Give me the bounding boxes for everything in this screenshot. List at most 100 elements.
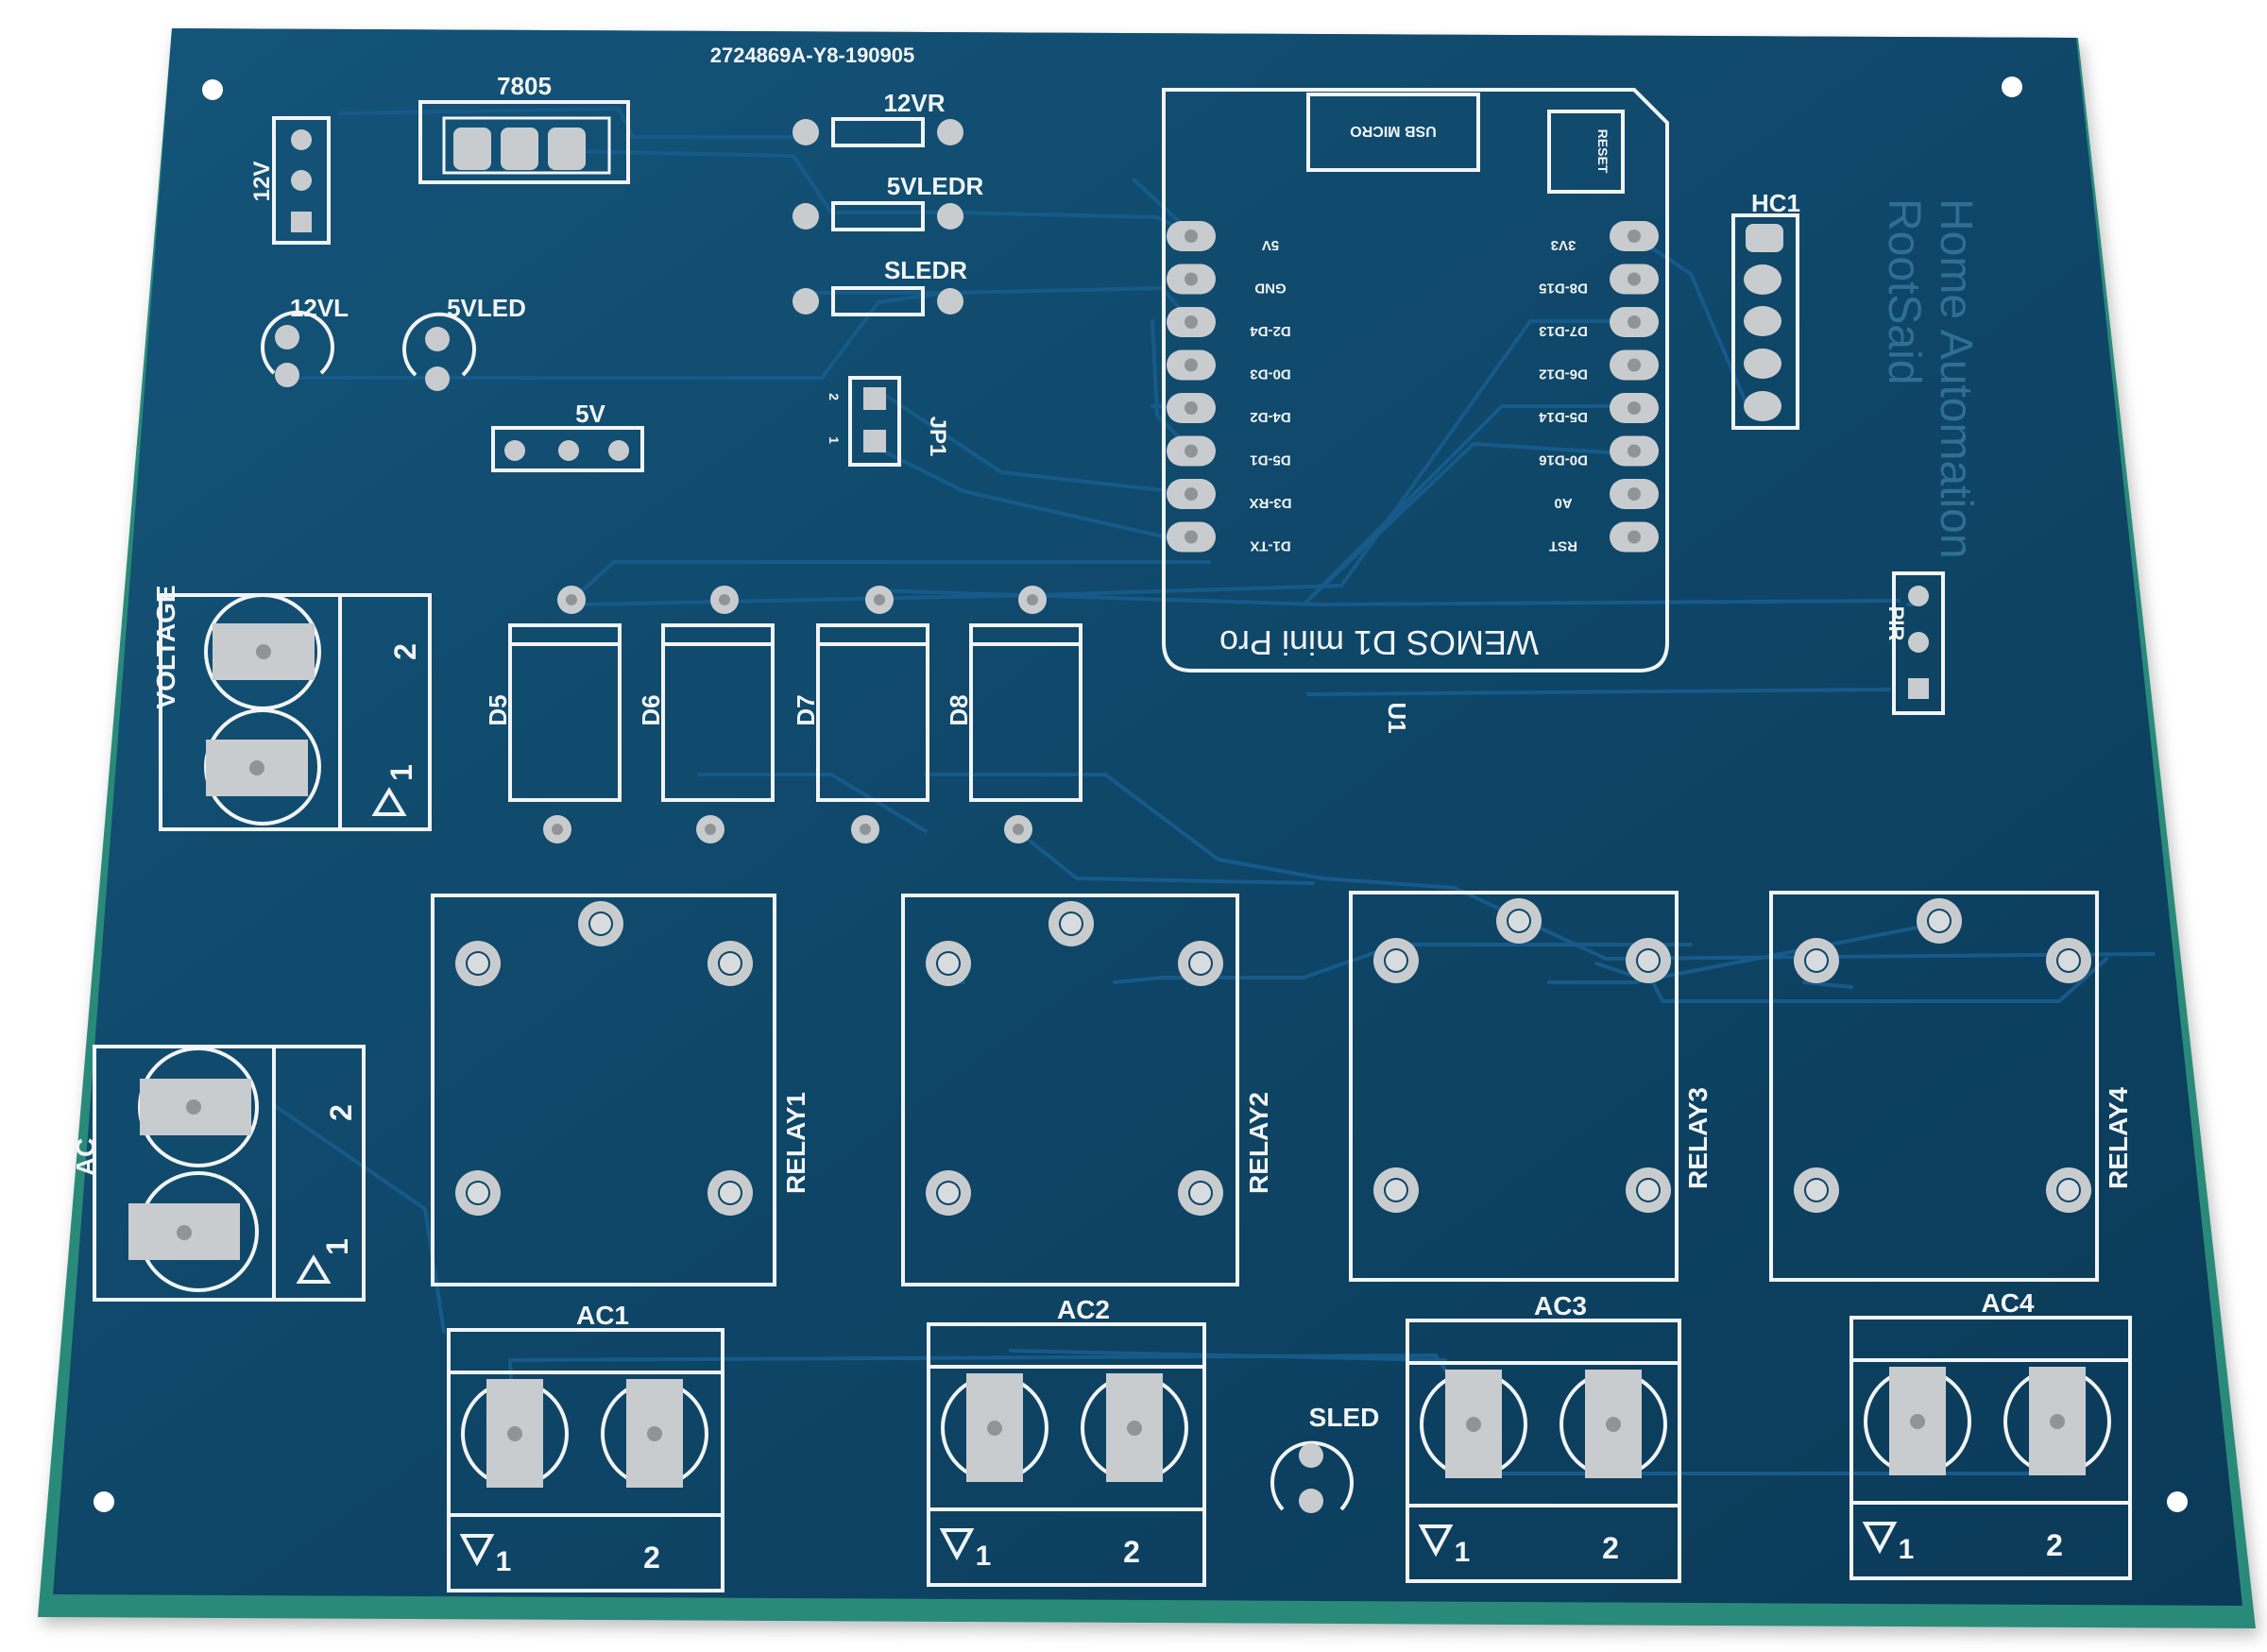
wemos-pin-label: RST — [1549, 538, 1577, 554]
wemos-d1-mini-footprint: USB MICRO RESET WEMOS D1 mini Pro U1 5V G… — [1162, 88, 1669, 734]
usb-micro-outline — [1306, 93, 1480, 172]
pad — [1744, 349, 1781, 379]
relay-label: RELAY1 — [781, 1092, 810, 1194]
resistor-sledr: SLEDR — [793, 256, 967, 316]
pad — [453, 128, 491, 170]
relay-2: RELAY2 — [901, 894, 1273, 1286]
label-sled: SLED — [1309, 1403, 1380, 1432]
label-12v: 12V — [249, 162, 275, 202]
led-5vled: 5VLED — [402, 294, 526, 391]
wemos-pin-label: 3V3 — [1551, 237, 1577, 253]
pad — [937, 203, 963, 230]
header-12v: 12V — [249, 116, 331, 245]
mounting-holes — [94, 77, 2188, 1512]
terminal-pin1-label: 1 — [1455, 1537, 1471, 1568]
pad — [1299, 1443, 1323, 1468]
board-logo: Home Automation RootSaid — [1879, 198, 1981, 559]
led-12vl: 12VL — [261, 294, 349, 387]
label-12vr: 12VR — [883, 89, 945, 117]
usb-micro-label: USB MICRO — [1350, 123, 1437, 139]
ac-output-4: AC4 1 2 — [1849, 1288, 2132, 1580]
wemos-pin-label: D5-D14 — [1538, 409, 1587, 425]
label-d7: D7 — [792, 694, 820, 725]
wemos-pin: RST — [1549, 521, 1659, 554]
relay-1: RELAY1 — [431, 894, 810, 1286]
label-ac-input: AC — [71, 1138, 100, 1176]
wemos-pin-label: 5V — [1262, 237, 1279, 253]
pad — [1908, 678, 1929, 699]
wemos-pin: D2-D4 — [1167, 307, 1291, 339]
board-surface — [53, 28, 2242, 1606]
terminal-pin2-label: 2 — [1123, 1535, 1140, 1569]
resistor-5vledr: 5VLEDR — [793, 172, 984, 231]
ac-output-label: AC3 — [1534, 1291, 1587, 1320]
jp1-pin1-label: 1 — [827, 436, 842, 444]
label-5vled: 5VLED — [447, 294, 526, 322]
pad — [793, 119, 819, 145]
pad — [275, 325, 299, 349]
pad — [937, 119, 963, 145]
wemos-pin: D4-D2 — [1167, 393, 1291, 425]
wemos-pin: 5V — [1167, 221, 1279, 253]
terminal-pin1-label: 1 — [320, 1238, 354, 1255]
pad — [1746, 224, 1783, 252]
ac-output-label: AC2 — [1057, 1295, 1110, 1324]
relay-4: RELAY4 — [1769, 891, 2133, 1282]
terminal-pin1-label: 1 — [1899, 1534, 1915, 1565]
wemos-pin-label: D1-TX — [1250, 538, 1290, 554]
reset-label: RESET — [1595, 129, 1611, 174]
header-pir: PIR — [1884, 571, 1945, 715]
wemos-pin-label: D4-D2 — [1250, 409, 1290, 425]
pad — [291, 129, 312, 150]
label-voltage: VOLTAGE — [151, 585, 180, 708]
jumper-jp1: JP1 2 1 — [827, 376, 950, 467]
wemos-pin: GND — [1167, 264, 1287, 297]
pad — [937, 288, 963, 315]
wemos-title: WEMOS D1 mini Pro — [1219, 623, 1539, 662]
pad — [1908, 632, 1929, 653]
pad — [793, 203, 819, 230]
wemos-pin-label: D8-D15 — [1539, 281, 1588, 297]
wemos-pin: D5-D14 — [1538, 393, 1659, 425]
wemos-pin: 3V3 — [1551, 221, 1659, 253]
label-sledr: SLEDR — [884, 256, 967, 284]
pin1-marker — [459, 1534, 495, 1567]
terminal-pin1-label: 1 — [496, 1546, 512, 1577]
label-jp1: JP1 — [925, 417, 950, 457]
pad — [1744, 264, 1781, 295]
jp1-pin2-label: 2 — [827, 393, 842, 400]
ac-output-label: AC1 — [576, 1301, 629, 1330]
wemos-pin: D7-D13 — [1539, 307, 1659, 339]
led-sled: SLED — [1270, 1403, 1380, 1513]
wemos-pin-label: D7-D13 — [1539, 323, 1588, 339]
pad — [608, 440, 629, 461]
mounting-hole — [2167, 1491, 2188, 1512]
wemos-pin: A0 — [1554, 479, 1659, 511]
pad — [1744, 391, 1781, 421]
logo-line2: RootSaid — [1879, 198, 1929, 384]
mounting-hole — [94, 1491, 114, 1512]
u1-label: U1 — [1383, 702, 1411, 733]
diode-d7: D7 — [792, 586, 929, 843]
wemos-pin: D0-D16 — [1539, 435, 1659, 468]
label-d8: D8 — [945, 694, 973, 725]
diode-d5: D5 — [484, 586, 622, 843]
pad — [863, 387, 886, 410]
terminal-voltage: 2 1 VOLTAGE — [151, 585, 432, 831]
wemos-pin-label: D2-D4 — [1250, 323, 1291, 339]
terminal-pin2-label: 2 — [324, 1104, 358, 1121]
terminal-pin2-label: 2 — [2046, 1528, 2063, 1562]
terminal-pin1-label: 1 — [976, 1541, 992, 1572]
pad — [275, 363, 299, 387]
ac-output-label: AC4 — [1981, 1288, 2034, 1318]
pin1-marker — [1862, 1522, 1898, 1555]
pin1-marker — [296, 1254, 332, 1284]
mounting-hole — [202, 79, 223, 100]
relay-label: RELAY4 — [2104, 1087, 2133, 1189]
